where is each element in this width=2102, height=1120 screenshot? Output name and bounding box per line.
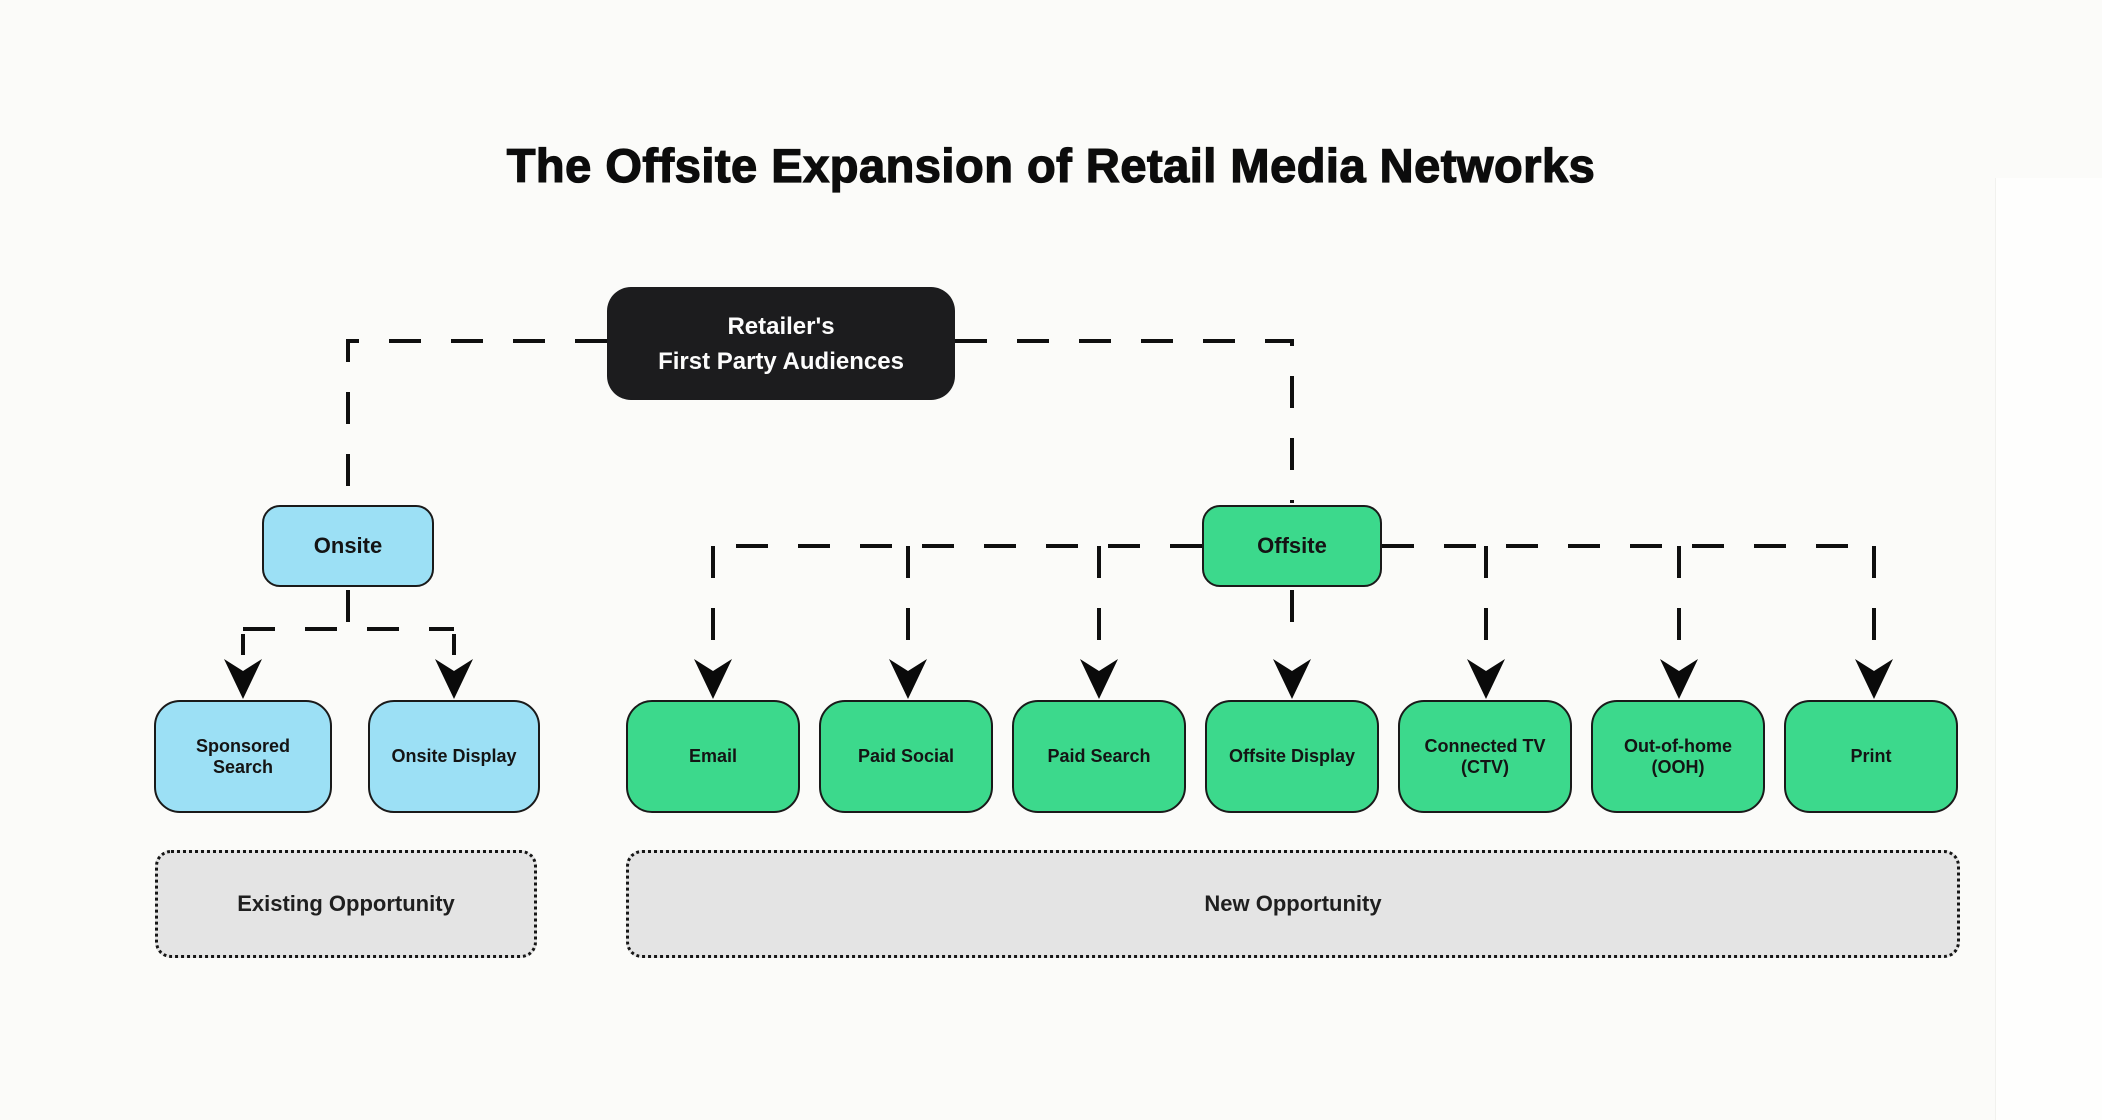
child-label: Connected TV (CTV): [1424, 735, 1546, 777]
arrow-down-icon: [1080, 659, 1118, 699]
child-label: Paid Search: [1047, 746, 1151, 766]
root-label-line2: First Party Audiences: [658, 347, 904, 375]
arrow-down-icon: [1855, 659, 1893, 699]
onsite-label: Onsite: [313, 533, 383, 558]
arrow-down-icon: [224, 659, 262, 699]
node-offsite: Offsite: [1202, 505, 1382, 587]
arrow-down-icon: [435, 659, 473, 699]
child-label: Print: [1850, 746, 1892, 766]
node-onsite: Onsite: [262, 505, 434, 587]
node-out-of-home: Out-of-home (OOH): [1591, 700, 1765, 813]
diagram-title: The Offsite Expansion of Retail Media Ne…: [506, 138, 1596, 192]
arrow-down-icon: [694, 659, 732, 699]
node-sponsored-search: Sponsored Search: [154, 700, 332, 813]
child-label: Paid Social: [857, 746, 955, 766]
node-email: Email: [626, 700, 800, 813]
existing-opportunity-bar: Existing Opportunity: [155, 850, 537, 958]
arrow-down-icon: [889, 659, 927, 699]
root-label-line1: Retailer's: [727, 312, 835, 340]
child-label: Offsite Display: [1228, 746, 1356, 766]
offsite-label: Offsite: [1257, 533, 1327, 558]
arrow-down-icon: [1273, 659, 1311, 699]
node-connected-tv: Connected TV (CTV): [1398, 700, 1572, 813]
connector-root-to-offsite: [955, 339, 1294, 503]
child-label: Onsite Display: [391, 746, 517, 766]
node-paid-social: Paid Social: [819, 700, 993, 813]
child-label: Sponsored Search: [195, 735, 290, 777]
arrow-down-icon: [1660, 659, 1698, 699]
child-label: Email: [688, 746, 738, 766]
child-label: Out-of-home (OOH): [1624, 735, 1732, 777]
arrow-down-icon: [1467, 659, 1505, 699]
node-offsite-display: Offsite Display: [1205, 700, 1379, 813]
connector-root-to-onsite: [346, 339, 607, 503]
new-opportunity-label: New Opportunity: [1204, 891, 1382, 916]
node-paid-search: Paid Search: [1012, 700, 1186, 813]
node-retailers-first-party-audiences: Retailer's First Party Audiences: [607, 287, 955, 400]
connector-offsite-rail-left: [711, 544, 1202, 651]
new-opportunity-bar: New Opportunity: [626, 850, 1960, 958]
existing-opportunity-label: Existing Opportunity: [237, 891, 455, 916]
connector-onsite-rail: [241, 590, 456, 655]
connector-offsite-rail-right: [1382, 544, 1876, 651]
node-onsite-display: Onsite Display: [368, 700, 540, 813]
arrowhead-icons: [224, 659, 1893, 699]
node-print: Print: [1784, 700, 1958, 813]
background-right-strip: [1995, 178, 2102, 1120]
